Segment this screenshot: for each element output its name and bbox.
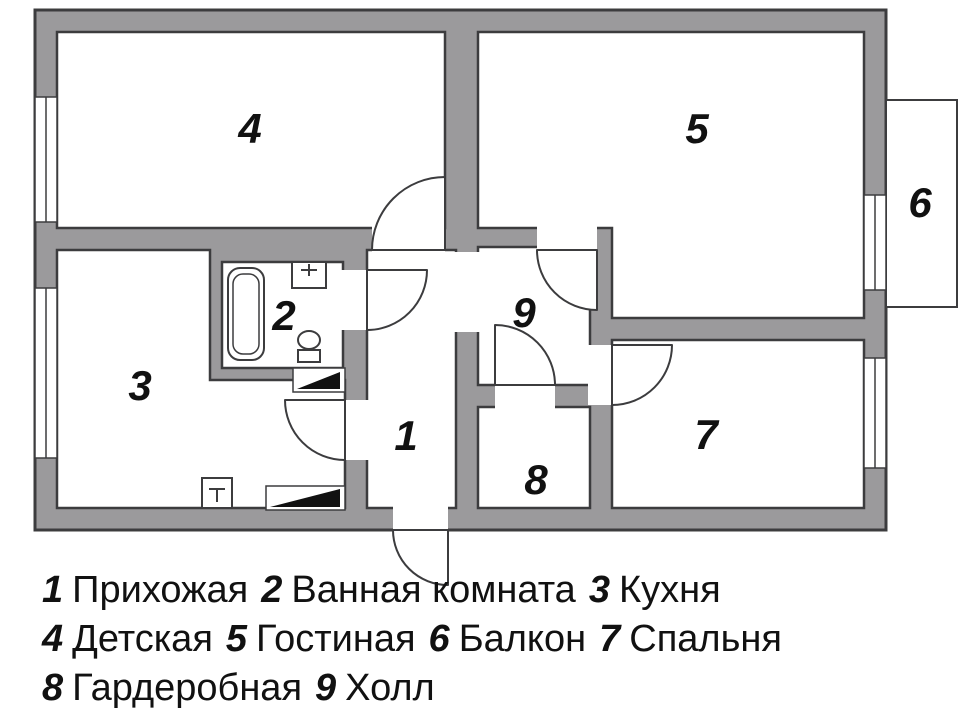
room-9-label: 9 (512, 289, 536, 336)
legend-number: 4 (42, 618, 64, 660)
opening-room-3 (343, 400, 369, 460)
door-arc-room-2 (366, 269, 428, 331)
legend-room-name: Ванная комната (291, 569, 576, 611)
legend-number: 5 (225, 618, 248, 660)
markers (265, 367, 346, 511)
room-4-area (55, 30, 447, 230)
legend-number: 2 (261, 569, 283, 611)
room-3-label: 3 (128, 362, 151, 409)
room-2-label: 2 (271, 292, 295, 339)
doors (284, 176, 673, 586)
legend-room-name: Балкон (458, 618, 587, 660)
room-8-label: 8 (524, 456, 548, 503)
room-5-area (476, 30, 866, 320)
door-arc-room-5 (536, 249, 598, 311)
room-1-label: 1 (394, 412, 417, 459)
legend-room-name: Кухня (618, 569, 721, 611)
legend-room-name: Прихожая (72, 569, 249, 611)
door-arc-room-8 (494, 324, 556, 386)
room-labels: 1 2 3 4 5 6 7 8 9 (128, 105, 932, 503)
bathtub-inner (232, 273, 260, 355)
toilet-tank (297, 349, 321, 363)
legend-number: 3 (588, 569, 610, 611)
windows (34, 96, 887, 469)
room-5-label: 5 (685, 105, 709, 152)
room-7-label: 7 (694, 411, 719, 458)
legend-number: 1 (42, 569, 64, 611)
legend-number: 6 (428, 618, 450, 660)
toilet-icon (297, 330, 321, 350)
bathtub-icon (227, 267, 265, 361)
passage-hall-corridor (450, 252, 484, 332)
legend-room-name: Гостиная (256, 618, 416, 660)
black-wedge-icon (270, 489, 340, 507)
legend-room-name: Гардеробная (72, 667, 303, 709)
room-6-label: 6 (908, 179, 932, 226)
legend-room-name: Детская (72, 618, 213, 660)
door-arc-room-4 (371, 176, 446, 251)
room-8-area (476, 405, 592, 510)
legend-room-name: Холл (345, 667, 435, 709)
kitchen-sink-faucet (209, 488, 225, 502)
legend-number: 8 (42, 667, 64, 709)
washbasin-faucet (301, 264, 317, 276)
fixtures (201, 261, 327, 509)
door-arc-room-7 (611, 344, 673, 406)
room-6-balcony-area (885, 99, 958, 308)
door-arc-entrance (392, 529, 449, 586)
opening-room-7 (588, 345, 614, 405)
black-wedge-icon (297, 372, 340, 389)
room-4-label: 4 (237, 105, 261, 152)
opening-room-2 (341, 270, 369, 330)
legend-number: 7 (599, 618, 621, 660)
legend-room-name: Спальня (629, 618, 782, 660)
legend-number: 9 (315, 667, 337, 709)
rooms (55, 30, 866, 510)
door-arc-room-3 (284, 399, 346, 461)
opening-room-8 (495, 383, 555, 411)
